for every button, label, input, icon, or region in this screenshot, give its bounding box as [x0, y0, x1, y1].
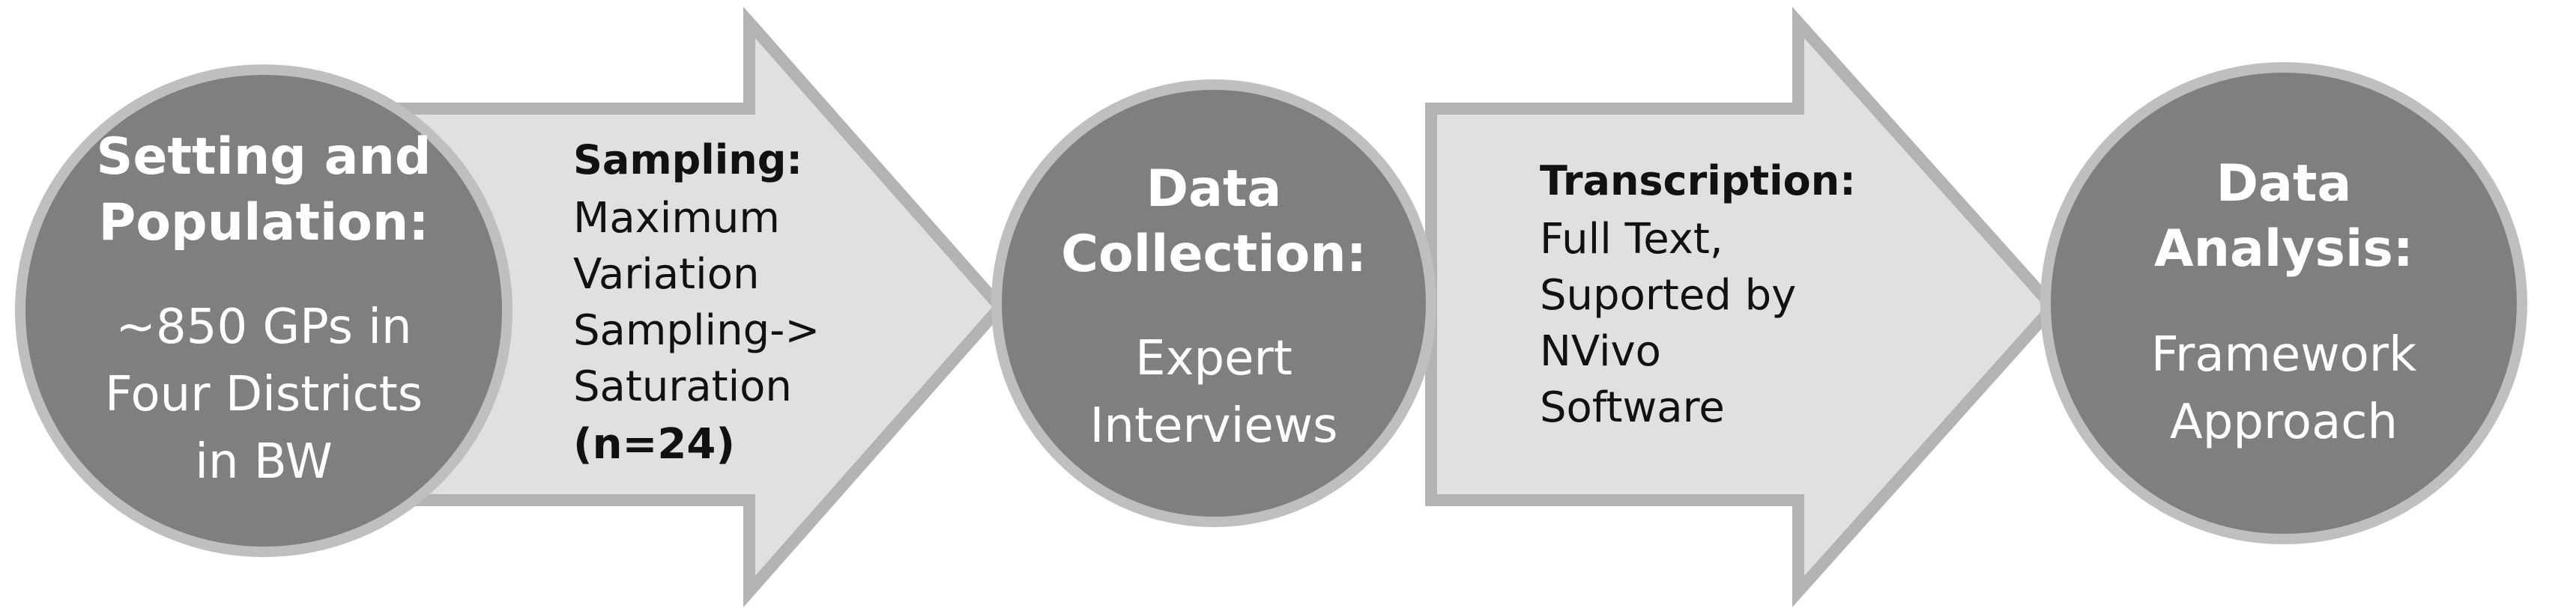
step-data-collection-title-line-2: Collection:: [1061, 225, 1367, 284]
step-data-collection-title-line-1: Data: [1146, 159, 1282, 219]
step-data-collection-circle: [991, 79, 1436, 527]
arrow-transcription-body-line-3: NVivo: [1540, 327, 1661, 376]
step-data-collection-body-line-1: Expert: [1135, 331, 1292, 386]
arrow-sampling-body-line-4: Saturation: [573, 362, 792, 411]
step-data-analysis-body-line-2: Approach: [2170, 395, 2398, 450]
step-data-analysis-title-line-2: Analysis:: [2154, 219, 2413, 279]
step-setting-population-circle: [15, 64, 513, 557]
step-data-analysis: Data Analysis: Framework Approach: [2040, 62, 2527, 544]
step-data-collection-body-line-2: Interviews: [1090, 398, 1338, 454]
arrow-sampling-note: (n=24): [573, 420, 735, 469]
arrow-sampling-title: Sampling:: [573, 136, 802, 183]
step-setting-population-body-line-2: Four Districts: [105, 367, 423, 422]
arrow-transcription-body-line-4: Software: [1540, 383, 1725, 432]
arrow-transcription-title: Transcription:: [1540, 157, 1856, 204]
arrow-sampling-shape: [384, 6, 1009, 608]
step-setting-population: Setting and Population: ~850 GPs in Four…: [15, 64, 513, 557]
step-data-collection: Data Collection: Expert Interviews: [991, 79, 1436, 527]
arrow-transcription-body-line-1: Full Text,: [1540, 215, 1723, 264]
step-setting-population-body-line-3: in BW: [195, 434, 333, 490]
arrow-transcription-body-line-2: Suported by: [1540, 271, 1796, 320]
arrow-sampling-body-line-2: Variation: [573, 250, 759, 299]
step-setting-population-title-line-2: Population:: [99, 193, 429, 252]
arrow-transcription: Transcription: Full Text, Suported by NV…: [1425, 7, 2061, 607]
step-data-analysis-body-line-1: Framework: [2151, 327, 2416, 383]
arrow-transcription-shape: [1425, 7, 2061, 607]
step-setting-population-body-line-1: ~850 GPs in: [115, 300, 411, 355]
arrow-sampling-body-line-1: Maximum: [573, 194, 780, 243]
step-setting-population-title-line-1: Setting and: [96, 127, 431, 186]
step-data-analysis-title-line-1: Data: [2216, 154, 2352, 213]
step-data-analysis-circle: [2040, 62, 2527, 544]
arrow-sampling-body-line-3: Sampling->: [573, 306, 820, 355]
arrow-sampling: Sampling: Maximum Variation Sampling-> S…: [384, 6, 1009, 608]
